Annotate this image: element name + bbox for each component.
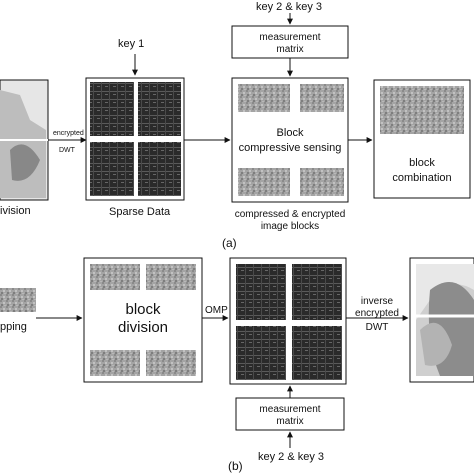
encrypted-dwt-label-1: encrypted xyxy=(53,130,84,137)
pping-partial-label: pping xyxy=(0,321,27,333)
measurement-matrix-bottom xyxy=(235,397,345,431)
measurement-top-2: matrix xyxy=(276,44,303,55)
compressed-blocks-label-2: image blocks xyxy=(261,221,319,232)
key23-top-label: key 2 & key 3 xyxy=(256,1,322,13)
caption-b: (b) xyxy=(228,459,243,473)
reconstructed-sparse-box xyxy=(229,257,347,385)
block-combination-label-1: block xyxy=(409,157,435,169)
block-division-box xyxy=(83,257,203,383)
block-cs-label-2: compressive sensing xyxy=(239,142,342,154)
measurement-bottom-2: matrix xyxy=(276,416,303,427)
inverse-dwt-label-3: DWT xyxy=(366,322,389,333)
compressed-blocks-label-1: compressed & encrypted xyxy=(235,209,346,220)
output-image-b xyxy=(409,257,474,383)
measurement-bottom-1: measurement xyxy=(259,404,320,415)
caption-a: (a) xyxy=(222,236,237,250)
block-division-label-1: block xyxy=(125,301,161,318)
measurement-top-1: measurement xyxy=(259,32,320,43)
encrypted-image-b xyxy=(0,288,36,312)
block-combination-box xyxy=(373,79,471,199)
inverse-dwt-label-2: encrypted xyxy=(355,308,399,319)
sparse-data-box xyxy=(85,77,185,201)
sparse-data-label: Sparse Data xyxy=(109,206,171,218)
omp-label: OMP xyxy=(205,305,228,316)
key1-label: key 1 xyxy=(118,38,144,50)
block-division-label-2: division xyxy=(118,319,168,336)
block-cs-box xyxy=(231,77,349,203)
input-image-a xyxy=(0,79,49,201)
division-partial-label: ivision xyxy=(0,205,31,217)
inverse-dwt-label-1: inverse xyxy=(361,296,394,307)
block-cs-label-1: Block xyxy=(277,127,304,139)
encrypted-dwt-label-2: DWT xyxy=(59,147,76,154)
block-combination-label-2: combination xyxy=(392,172,451,184)
key23-bottom-label: key 2 & key 3 xyxy=(258,451,324,463)
